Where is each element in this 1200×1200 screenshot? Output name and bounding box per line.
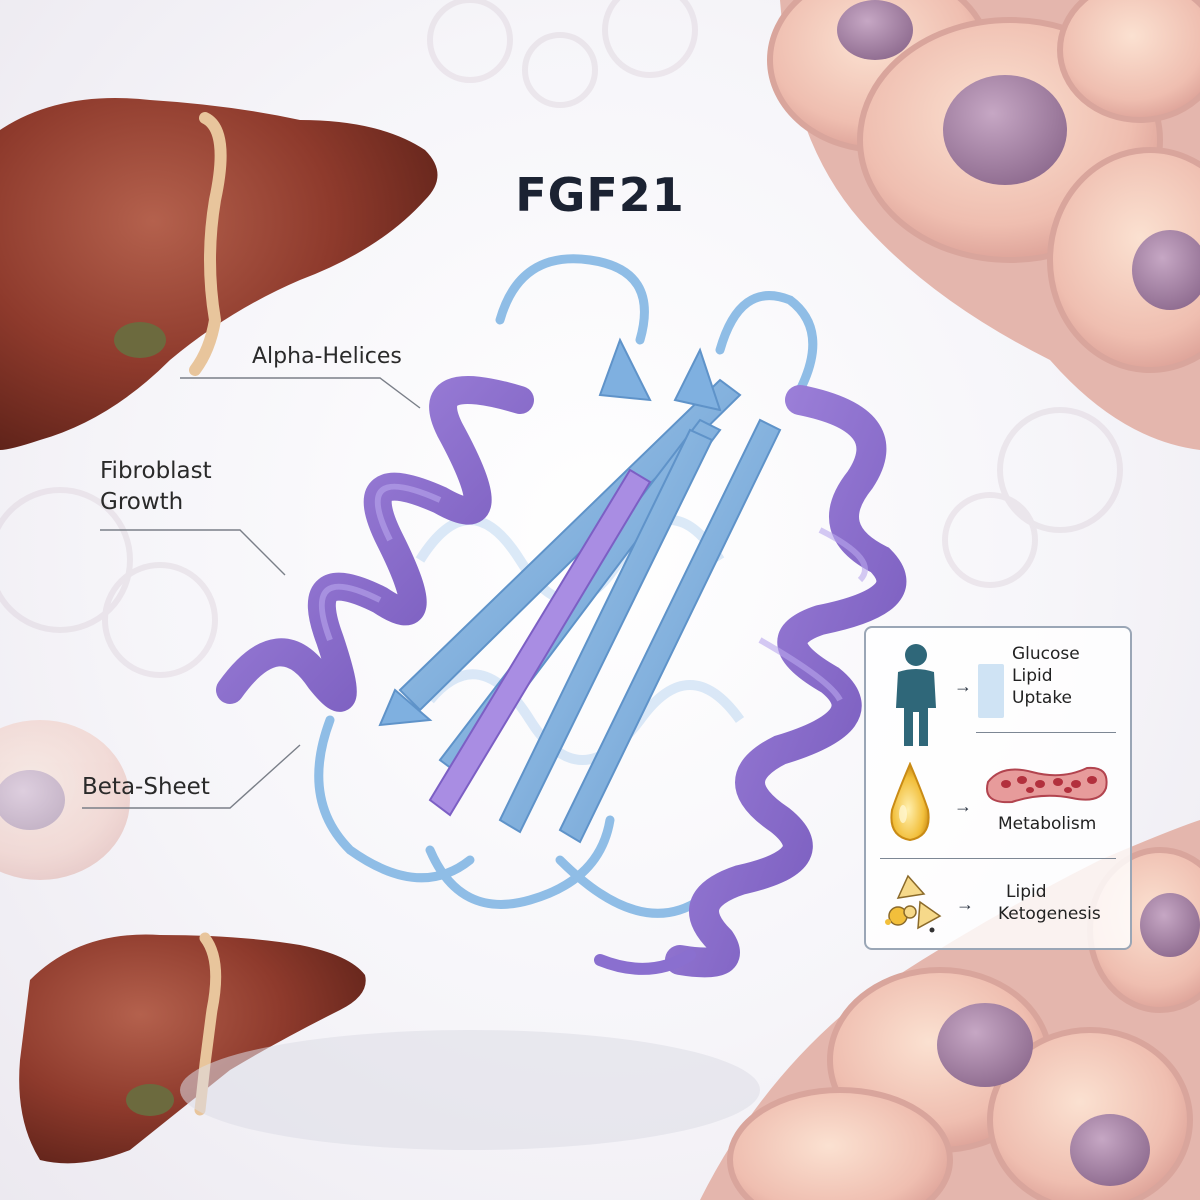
label-beta-sheet: Beta-Sheet <box>82 774 210 800</box>
background-bubbles <box>0 0 1123 678</box>
arrow-icon: → <box>956 894 974 914</box>
panel-divider <box>880 858 1116 859</box>
tissue-cells-top-right <box>767 0 1200 450</box>
callout-lines <box>82 377 421 809</box>
metabolism-text: Metabolism <box>998 814 1097 834</box>
arrow-icon: → <box>954 676 972 696</box>
label-fibroblast-line2: Growth <box>100 489 184 516</box>
protein-shadow <box>180 1030 760 1150</box>
protein-structure <box>216 254 907 978</box>
alpha-helix-left <box>216 376 534 712</box>
row3-line1: Lipid <box>1006 882 1047 902</box>
tissue-cell-left <box>0 720 130 880</box>
arrow-icon: → <box>954 796 972 816</box>
glucose-uptake-text: Glucose Lipid Uptake <box>1012 644 1080 709</box>
panel-divider <box>976 732 1116 733</box>
function-panel: → Glucose Lipid Uptake → Metabolism → Li… <box>864 626 1132 950</box>
oil-drop-icon <box>890 762 930 842</box>
alpha-helix-right <box>665 385 907 978</box>
row1-line1: Glucose <box>1012 644 1080 664</box>
row1-line2: Lipid <box>1012 665 1053 686</box>
liver-top <box>0 98 438 450</box>
beta-strands <box>378 337 782 844</box>
row1-line3: Uptake <box>1012 687 1073 708</box>
label-fibroblast-growth: Fibroblast Growth <box>100 456 212 518</box>
label-alpha-helices: Alpha-Helices <box>252 344 402 369</box>
diagram-title: FGF21 <box>515 168 685 222</box>
uptake-box <box>978 664 1004 718</box>
row3-line2: Ketogenesis <box>998 903 1101 924</box>
tissue-cells-bottom-right <box>700 820 1200 1200</box>
lipid-ketogenesis-text: Lipid Ketogenesis <box>998 882 1101 926</box>
blood-vessel-icon <box>986 766 1108 804</box>
label-fibroblast-line1: Fibroblast <box>100 458 212 484</box>
person-icon <box>896 644 936 746</box>
lipid-crystals-icon <box>885 874 942 933</box>
